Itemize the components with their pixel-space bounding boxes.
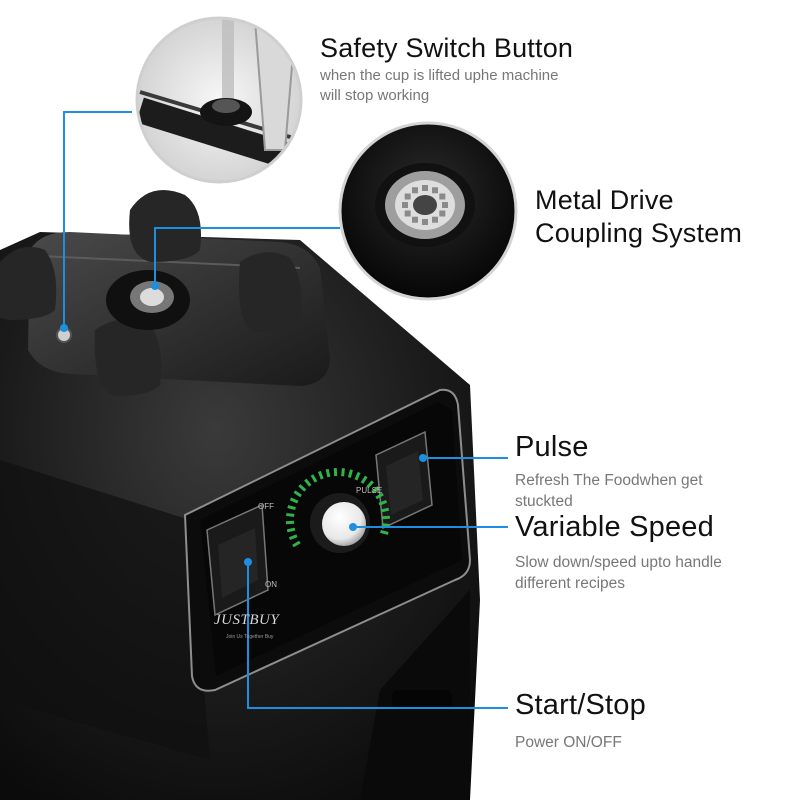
dial-tick (354, 471, 361, 481)
drive-coupling (106, 270, 190, 330)
dial-tick (304, 478, 312, 487)
spline-tooth (422, 219, 428, 225)
dial-tick (380, 507, 390, 513)
start-stop-desc: Power ON/OFF (515, 734, 622, 752)
safety-switch-title: Safety Switch Button (320, 33, 574, 63)
rubber-pads (0, 190, 302, 396)
dial-tick (298, 484, 307, 492)
spline-tooth (432, 187, 438, 194)
variable-speed-desc-line2: different recipes (515, 574, 625, 592)
spline-tooth (404, 210, 411, 217)
dial-tick (287, 505, 296, 511)
spline-tooth (442, 202, 448, 208)
spline-tooth (422, 185, 428, 191)
callout-lines (63, 111, 508, 709)
dial-tick (371, 486, 380, 494)
dial-tick (360, 475, 368, 484)
feature-variable-speed: Variable Speed Slow down/speed upto hand… (515, 511, 722, 594)
variable-speed-title: Variable Speed (515, 511, 714, 543)
feature-pulse: Pulse Refresh The Foodwhen get stuckted (515, 431, 703, 512)
dial-tick (293, 490, 302, 498)
pulse-desc-line1: Refresh The Foodwhen get (515, 472, 703, 490)
spline-tooth (412, 187, 418, 194)
coupling-title-line1: Metal Drive (535, 185, 674, 215)
pulse-panel-label: PULSE (356, 486, 383, 495)
brand-tagline: Join Us Together Buy (226, 634, 274, 640)
dial-tick (286, 513, 295, 517)
spline-tooth (412, 216, 418, 223)
switch-off-label: OFF (258, 502, 274, 511)
dial-tick (366, 480, 374, 489)
safety-switch-closeup (135, 16, 303, 184)
dial-tick (288, 534, 298, 541)
brand-logo: JUSTBUY (214, 612, 280, 628)
coupling-spline-teeth (402, 185, 448, 225)
dial-tick (341, 468, 345, 477)
spline-tooth (439, 193, 446, 200)
dial-tick (381, 523, 390, 527)
start-stop-title: Start/Stop (515, 689, 646, 721)
safety-switch-desc-line1: when the cup is lifted uphe machine (320, 67, 559, 85)
dial-tick (310, 474, 318, 483)
speed-dial-ring (285, 467, 391, 548)
spline-tooth (439, 210, 446, 217)
pulse-title: Pulse (515, 431, 589, 463)
switch-on-label: ON (265, 580, 277, 589)
spline-tooth (402, 202, 408, 208)
dial-tick (317, 470, 324, 480)
feature-metal-coupling: Metal Drive Coupling System (535, 185, 743, 249)
pulse-desc-line2: stuckted (515, 492, 573, 510)
callout-dots (60, 282, 427, 566)
spline-tooth (432, 216, 438, 223)
dial-tick (380, 529, 389, 535)
dial-tick (286, 527, 296, 533)
dial-tick (289, 497, 299, 504)
control-panel (183, 388, 472, 692)
safety-switch-desc-line2: will stop working (320, 86, 430, 104)
coupling-title-line2: Coupling System (535, 218, 743, 249)
feature-safety-switch: Safety Switch Button when the cup is lif… (320, 33, 574, 106)
dial-tick (375, 492, 384, 500)
variable-speed-desc-line1: Slow down/speed upto handle (515, 554, 722, 572)
metal-coupling-closeup (338, 121, 518, 301)
dial-tick (378, 499, 388, 506)
dial-tick (347, 469, 353, 478)
spline-tooth (404, 193, 411, 200)
dial-tick (325, 468, 331, 478)
dial-tick (292, 540, 301, 548)
feature-start-stop: Start/Stop Power ON/OFF (515, 689, 646, 754)
